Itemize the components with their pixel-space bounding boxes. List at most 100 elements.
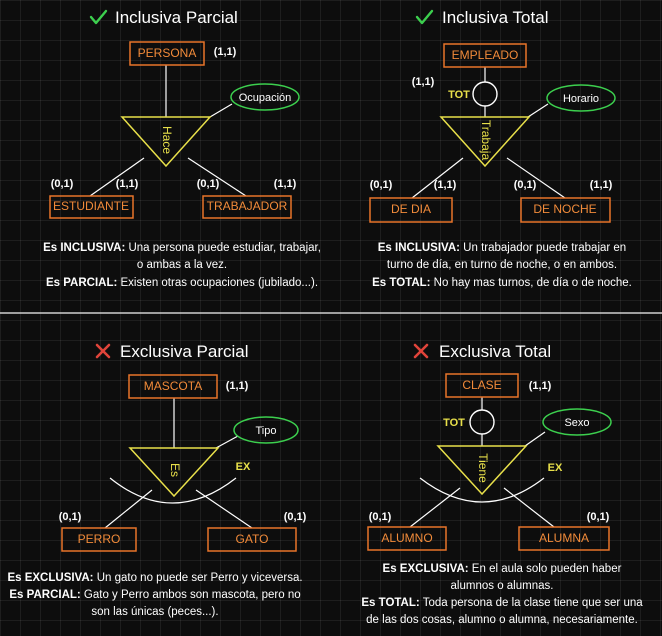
cardinality-label: (0,1) — [514, 179, 537, 191]
entity-box[interactable] — [207, 527, 297, 552]
entity-box[interactable] — [49, 195, 134, 219]
connector-line — [524, 431, 546, 447]
panel-exclusiva-total: Exclusiva Total CLASE (1,1) TOT Tiene Se… — [361, 342, 643, 626]
exclusive-tag: EX — [236, 461, 251, 473]
entity-box[interactable] — [518, 526, 610, 551]
entity-label: ALUMNO — [381, 531, 432, 545]
cardinality-label: (0,1) — [59, 511, 82, 523]
panel-title: Exclusiva Total — [439, 342, 551, 361]
cardinality-label: (1,1) — [214, 46, 237, 58]
cardinality-label: (1,1) — [529, 380, 552, 392]
connector-line — [503, 487, 555, 528]
connector-line — [409, 487, 461, 528]
cardinality-label: (1,1) — [412, 76, 435, 88]
cardinality-label: (0,1) — [370, 179, 393, 191]
cardinality-label: (0,1) — [51, 178, 74, 190]
cardinality-label: (1,1) — [434, 179, 457, 191]
attribute-label: Horario — [563, 93, 599, 105]
relation-triangle[interactable] — [120, 116, 212, 168]
entity-box[interactable] — [128, 374, 218, 399]
panel-exclusiva-parcial: Exclusiva Parcial MASCOTA (1,1) Es Tipo … — [7, 342, 306, 618]
connector-line — [104, 489, 153, 529]
entity-label: ESTUDIANTE — [53, 199, 129, 213]
entity-label: MASCOTA — [144, 379, 202, 393]
exclusive-tag: EX — [548, 462, 563, 474]
connector-line — [209, 103, 233, 118]
description-line: Es INCLUSIVA: Un trabajador puede trabaj… — [378, 242, 626, 254]
relation-triangle[interactable] — [436, 445, 528, 496]
entity-box[interactable] — [367, 526, 447, 551]
cardinality-label: (0,1) — [197, 178, 220, 190]
entity-label: DE NOCHE — [533, 202, 596, 216]
description-line: Es INCLUSIVA: Una persona puede estudiar… — [43, 242, 321, 254]
connector-line — [411, 157, 464, 199]
cardinality-label: (0,1) — [369, 511, 392, 523]
entity-label: TRABAJADOR — [207, 199, 288, 213]
entity-label: DE DIA — [391, 202, 431, 216]
entity-label: GATO — [236, 532, 269, 546]
relation-label: Tiene — [476, 453, 490, 483]
entity-box[interactable] — [520, 197, 611, 223]
description-line: o ambas a la vez. — [137, 259, 227, 271]
total-tag: TOT — [443, 417, 465, 429]
cardinality-label: (1,1) — [226, 380, 249, 392]
check-icon — [89, 9, 108, 25]
attribute-label: Ocupación — [239, 92, 292, 104]
total-circle — [469, 409, 495, 435]
description-line: Es EXCLUSIVA: En el aula solo pueden hab… — [383, 563, 622, 575]
attribute-label: Tipo — [256, 425, 277, 437]
cardinality-label: (0,1) — [284, 511, 307, 523]
description-line: Es PARCIAL: Gato y Perro ambos son masco… — [9, 589, 300, 601]
entity-box[interactable] — [61, 527, 137, 552]
connector-line — [215, 435, 239, 449]
connector-line — [89, 157, 145, 197]
entity-label: PERRO — [78, 532, 121, 546]
connector-line — [187, 157, 247, 197]
cardinality-label: (1,1) — [274, 178, 297, 190]
panel-title: Inclusiva Parcial — [115, 8, 238, 27]
panel-title: Exclusiva Parcial — [120, 342, 249, 361]
total-circle — [472, 81, 498, 107]
entity-box[interactable] — [443, 43, 527, 68]
description-line: turno de día, en turno de noche, o en am… — [387, 259, 617, 271]
attribute-ellipse[interactable] — [230, 83, 300, 111]
description-line: Es EXCLUSIVA: Un gato no puede ser Perro… — [7, 572, 302, 584]
connector-line — [195, 489, 253, 529]
entity-label: ALUMNA — [539, 531, 589, 545]
entity-label: EMPLEADO — [452, 48, 519, 62]
entity-box[interactable] — [202, 195, 292, 219]
relation-label: Hace — [160, 126, 174, 154]
exclusion-arc — [109, 477, 237, 504]
description-line: de las dos cosas, alumno o alumna, neces… — [366, 614, 638, 626]
attribute-label: Sexo — [564, 417, 589, 429]
check-icon — [415, 9, 434, 25]
total-tag: TOT — [448, 89, 470, 101]
attribute-ellipse[interactable] — [546, 84, 616, 112]
relation-triangle[interactable] — [128, 447, 220, 498]
description-line: Es TOTAL: No hay mas turnos, de día o de… — [372, 277, 632, 289]
entity-label: PERSONA — [138, 46, 197, 60]
description-line: Es TOTAL: Toda persona de la clase tiene… — [361, 597, 643, 609]
cardinality-label: (0,1) — [587, 511, 610, 523]
relation-triangle[interactable] — [439, 116, 531, 168]
relation-label: Trabaja — [479, 120, 493, 161]
relation-label: Es — [168, 463, 182, 477]
description-line: son las únicas (peces...). — [91, 606, 218, 618]
panel-inclusiva-total: Inclusiva Total EMPLEADO (1,1) TOT Traba… — [369, 8, 632, 289]
cardinality-label: (1,1) — [590, 179, 613, 191]
connector-line — [527, 103, 549, 118]
attribute-ellipse[interactable] — [542, 408, 612, 436]
entity-box[interactable] — [445, 373, 519, 398]
description-line: Es PARCIAL: Existen otras ocupaciones (j… — [46, 277, 318, 289]
description-line: alumnos o alumnas. — [451, 580, 554, 592]
exclusion-arc — [419, 477, 545, 503]
entity-box[interactable] — [369, 197, 453, 223]
connector-line — [506, 157, 566, 199]
attribute-ellipse[interactable] — [233, 416, 299, 444]
entity-label: CLASE — [462, 378, 501, 392]
entity-box[interactable] — [129, 41, 205, 66]
panel-title: Inclusiva Total — [442, 8, 548, 27]
panel-inclusiva-parcial: Inclusiva Parcial PERSONA (1,1) Hace Ocu… — [43, 8, 321, 289]
cardinality-label: (1,1) — [116, 178, 139, 190]
